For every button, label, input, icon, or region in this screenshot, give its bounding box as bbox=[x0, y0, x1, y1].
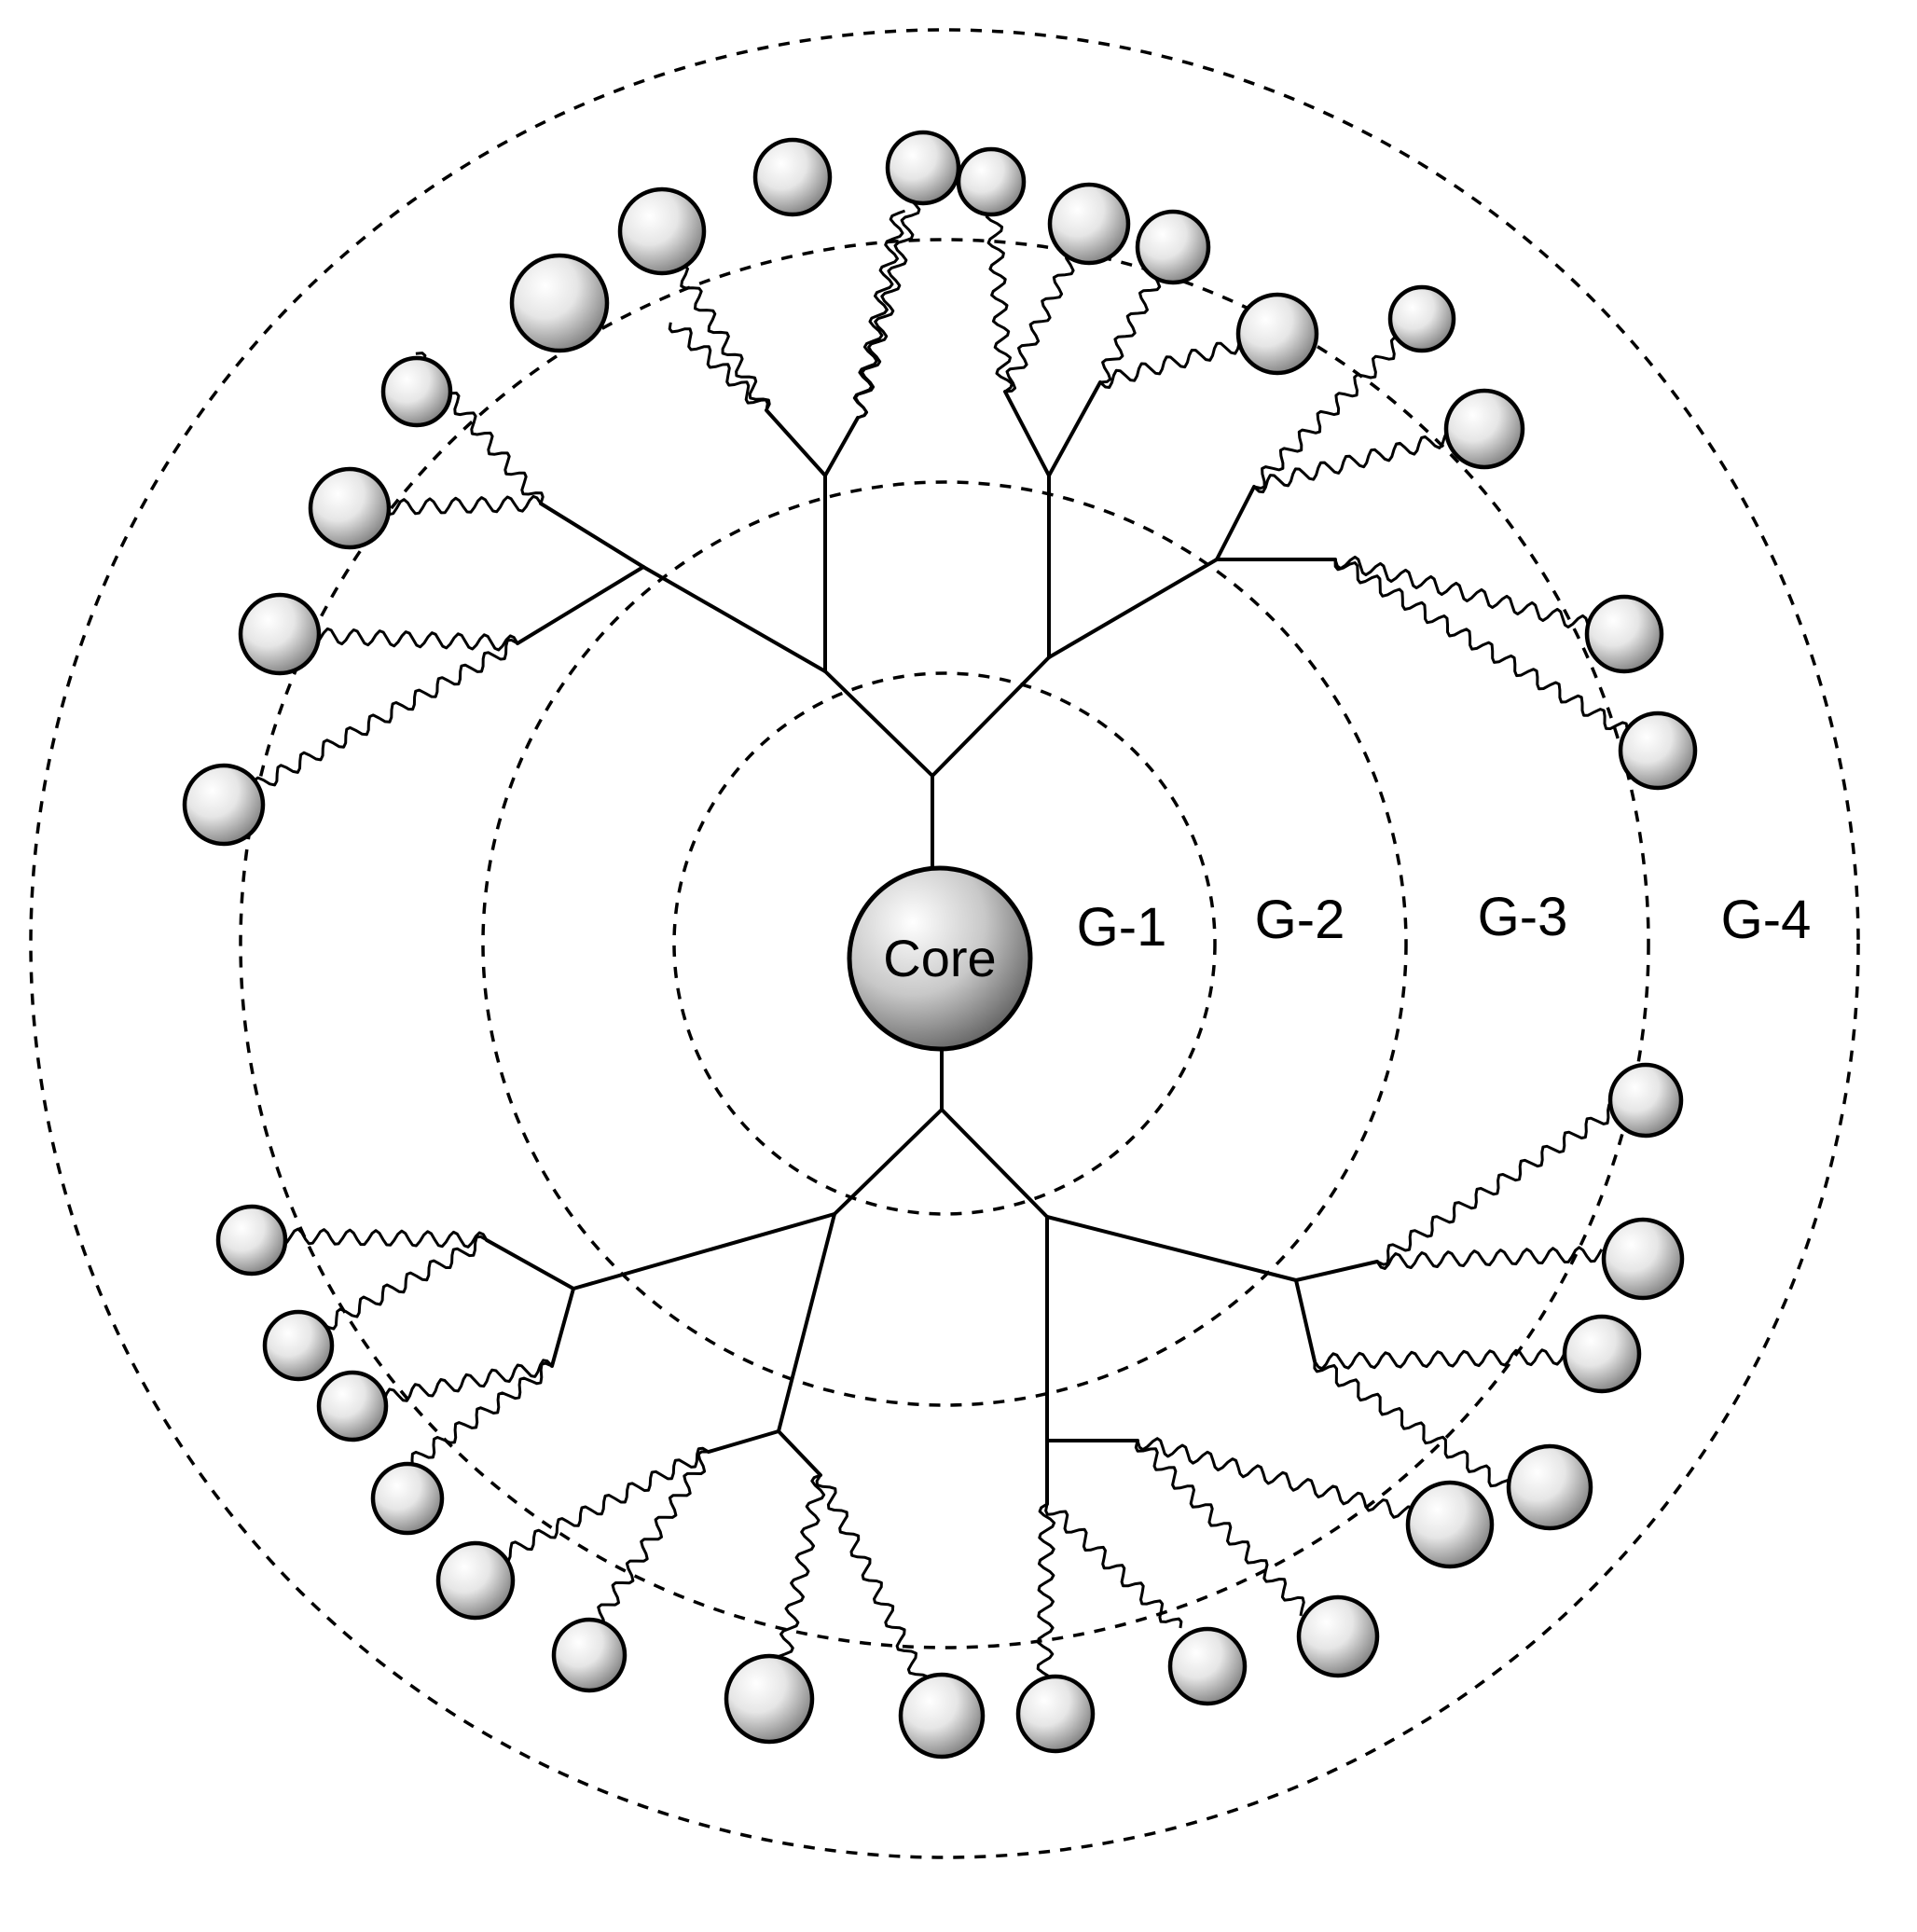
branch-bond bbox=[1045, 1215, 1298, 1282]
end-group-beads bbox=[182, 130, 1698, 1760]
label-g1: G-1 bbox=[1077, 897, 1167, 958]
sphere-bead-icon bbox=[1135, 209, 1211, 285]
branch-bond bbox=[516, 565, 645, 645]
wavy-chain bbox=[297, 1235, 488, 1343]
ring-g4 bbox=[29, 28, 1860, 1859]
ring-g2 bbox=[481, 480, 1408, 1407]
sphere-bead-icon bbox=[1584, 594, 1664, 674]
wavy-chain bbox=[410, 1361, 553, 1468]
sphere-bead-icon bbox=[1618, 711, 1698, 791]
core-label: Core bbox=[883, 929, 996, 987]
sphere-bead-icon bbox=[956, 146, 1027, 217]
wavy-chain bbox=[1136, 1437, 1441, 1525]
sphere-bead-icon bbox=[617, 186, 707, 276]
branch-bond bbox=[823, 416, 860, 477]
branch-bond bbox=[777, 1212, 836, 1433]
wavy-chain bbox=[586, 1450, 710, 1629]
wavy-chain bbox=[854, 165, 928, 420]
sphere-bead-icon bbox=[262, 1309, 335, 1382]
sphere-bead-icon bbox=[316, 1370, 389, 1442]
sphere-bead-icon bbox=[380, 355, 453, 428]
wavy-chain bbox=[1253, 318, 1414, 490]
branch-bond bbox=[1047, 558, 1219, 659]
sphere-bead-icon bbox=[1047, 182, 1131, 266]
sphere-bead-icon bbox=[1167, 1626, 1248, 1706]
core-sphere-icon bbox=[847, 865, 1033, 1052]
sphere-bead-icon bbox=[1607, 1062, 1684, 1138]
branch-bond bbox=[1215, 485, 1256, 561]
sphere-bead-icon bbox=[435, 1540, 516, 1621]
label-g2: G-2 bbox=[1255, 890, 1345, 950]
sphere-bead-icon bbox=[752, 137, 833, 217]
wavy-chains bbox=[229, 165, 1656, 1707]
sphere-bead-icon bbox=[1015, 1674, 1096, 1754]
generation-rings bbox=[29, 28, 1860, 1859]
branch-bond bbox=[572, 1212, 836, 1290]
sphere-bead-icon bbox=[370, 1461, 445, 1536]
sphere-bead-icon bbox=[215, 1204, 288, 1276]
label-g3: G-3 bbox=[1478, 887, 1568, 947]
wavy-chain bbox=[772, 1473, 826, 1684]
branch-bond bbox=[940, 1108, 1049, 1219]
sphere-bead-icon bbox=[238, 592, 322, 676]
ring-g3 bbox=[239, 238, 1650, 1649]
branch-bond bbox=[833, 1108, 944, 1216]
sphere-bead-icon bbox=[551, 1617, 628, 1693]
label-g4: G-4 bbox=[1721, 890, 1812, 950]
branch-bond bbox=[931, 656, 1051, 778]
sphere-bead-icon bbox=[1601, 1217, 1685, 1301]
sphere-bead-icon bbox=[509, 253, 610, 353]
wavy-chain bbox=[668, 322, 769, 411]
wavy-chain bbox=[354, 1359, 554, 1412]
wavy-chain bbox=[229, 638, 518, 807]
branch-bonds bbox=[485, 380, 1379, 1506]
sphere-bead-icon bbox=[308, 466, 392, 550]
wavy-chain bbox=[1333, 555, 1625, 642]
branch-bond bbox=[707, 1429, 780, 1454]
wavy-chain bbox=[815, 1474, 940, 1702]
wavy-chain bbox=[1333, 559, 1656, 757]
wavy-chain bbox=[1036, 1502, 1056, 1707]
branch-bond bbox=[485, 1238, 575, 1290]
sphere-bead-icon bbox=[1562, 1314, 1642, 1394]
sphere-bead-icon bbox=[1405, 1480, 1495, 1569]
wavy-chain bbox=[1376, 1102, 1627, 1266]
branch-bond bbox=[823, 669, 934, 778]
wavy-chain bbox=[1134, 1440, 1305, 1617]
branch-bond bbox=[641, 565, 827, 673]
wavy-chain bbox=[248, 1227, 489, 1249]
sphere-bead-icon bbox=[724, 1653, 815, 1745]
wavy-chain bbox=[485, 1446, 710, 1569]
branch-bond bbox=[550, 1287, 575, 1368]
branch-bond bbox=[1047, 380, 1102, 477]
branch-bond bbox=[1003, 390, 1051, 477]
sphere-bead-icon bbox=[1443, 388, 1525, 470]
branch-bond bbox=[1294, 1278, 1317, 1363]
sphere-bead-icon bbox=[898, 1672, 986, 1760]
sphere-bead-icon bbox=[885, 130, 961, 206]
wavy-chain bbox=[1375, 1246, 1604, 1270]
sphere-bead-icon bbox=[1296, 1594, 1380, 1678]
branch-bond bbox=[777, 1429, 822, 1477]
sphere-bead-icon bbox=[1235, 292, 1319, 376]
branch-bond bbox=[539, 502, 645, 569]
core: Core bbox=[847, 865, 1033, 1052]
sphere-bead-icon bbox=[1506, 1443, 1593, 1531]
sphere-bead-icon bbox=[1387, 284, 1456, 353]
branch-bond bbox=[765, 408, 827, 477]
sphere-bead-icon bbox=[182, 763, 266, 847]
ring-g1 bbox=[672, 671, 1217, 1216]
branch-bond bbox=[1294, 1260, 1379, 1282]
wavy-chain bbox=[1313, 1360, 1513, 1489]
generation-labels: G-1 G-2 G-3 G-4 bbox=[1077, 887, 1812, 958]
wavy-chain bbox=[1313, 1347, 1578, 1371]
wavy-chain bbox=[1044, 1503, 1183, 1629]
